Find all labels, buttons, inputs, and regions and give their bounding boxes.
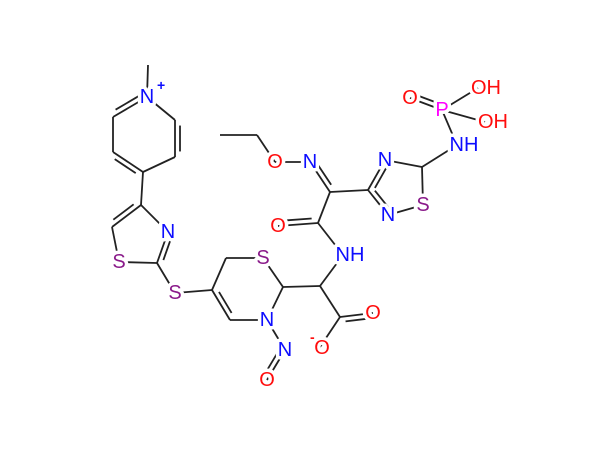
bond bbox=[266, 319, 286, 351]
bond bbox=[317, 191, 331, 224]
bond bbox=[146, 96, 176, 121]
bond bbox=[266, 349, 286, 381]
bond bbox=[256, 134, 276, 163]
atom-amide-nh: NH bbox=[336, 244, 365, 266]
bond bbox=[367, 159, 386, 191]
bond bbox=[309, 161, 331, 193]
atom-nitroso-n: N bbox=[278, 339, 292, 361]
bond bbox=[266, 286, 284, 321]
atom-oxime-o: O bbox=[267, 151, 283, 173]
atom-nitroso-o: O bbox=[259, 369, 275, 391]
bond bbox=[115, 94, 140, 111]
atom-phosphoramide-nh: NH bbox=[450, 134, 479, 156]
bond bbox=[112, 203, 135, 221]
bond bbox=[374, 166, 388, 189]
atom-thiazine-s: S bbox=[256, 247, 269, 269]
bond bbox=[367, 189, 389, 216]
bond bbox=[142, 156, 176, 173]
bond bbox=[316, 163, 332, 186]
bond bbox=[409, 97, 443, 111]
atom-carboxylate-o: O bbox=[314, 337, 330, 359]
bond bbox=[112, 151, 144, 173]
bond bbox=[156, 262, 176, 294]
atom-oxime-n: N bbox=[303, 151, 317, 173]
bond bbox=[329, 189, 369, 193]
bond bbox=[114, 158, 137, 174]
bond bbox=[319, 285, 341, 318]
bond bbox=[156, 231, 169, 264]
bond bbox=[264, 351, 279, 374]
bond bbox=[111, 226, 120, 263]
bond bbox=[218, 291, 233, 314]
charge-plus: + bbox=[157, 77, 165, 93]
bond bbox=[262, 257, 284, 288]
bond bbox=[317, 222, 344, 256]
bond bbox=[421, 166, 424, 206]
bonds bbox=[111, 64, 486, 381]
bond bbox=[345, 317, 369, 323]
bond bbox=[339, 312, 374, 318]
bond bbox=[111, 204, 142, 228]
bond bbox=[211, 289, 231, 321]
atom-thiadiazole-n4: N bbox=[378, 149, 392, 171]
atom-thiazine-n: N bbox=[260, 309, 274, 331]
bond bbox=[387, 204, 424, 216]
bond bbox=[211, 257, 227, 291]
bond bbox=[140, 171, 144, 206]
atom-phosphorus: P bbox=[435, 99, 448, 121]
atom-hydroxyl-2: OH bbox=[478, 111, 508, 133]
atom-carboxyl-o: O bbox=[365, 302, 381, 324]
atom-thiadiazole-n2: N bbox=[381, 204, 395, 226]
atom-phosphoryl-o: O bbox=[402, 87, 418, 109]
bond bbox=[384, 159, 423, 168]
bond bbox=[416, 94, 440, 105]
bond bbox=[374, 190, 390, 209]
bond bbox=[283, 217, 312, 222]
bond bbox=[140, 204, 169, 233]
atom-thiazole-s: S bbox=[112, 251, 125, 273]
atom-thiazole-n: N bbox=[161, 221, 175, 243]
atom-hydroxyl-1: OH bbox=[471, 77, 501, 99]
bond bbox=[319, 316, 341, 348]
bond bbox=[277, 222, 319, 227]
bond bbox=[118, 261, 158, 264]
bond bbox=[146, 64, 149, 98]
bond bbox=[421, 144, 458, 168]
atom-labels: N + O N O NH N N S NH P O OH OH N S S S … bbox=[109, 74, 512, 395]
bond bbox=[441, 109, 486, 123]
bond bbox=[319, 254, 344, 287]
atom-amide-o: O bbox=[270, 215, 286, 237]
bond bbox=[441, 87, 479, 111]
atom-pyridinium-n: N bbox=[140, 86, 154, 108]
atom-thiadiazole-s: S bbox=[416, 194, 429, 216]
atom-thioether-s: S bbox=[168, 282, 181, 304]
bond bbox=[441, 109, 458, 146]
bond bbox=[162, 238, 172, 261]
bond bbox=[282, 285, 321, 288]
charge-minus: - bbox=[310, 329, 315, 345]
bond bbox=[112, 96, 148, 118]
bond bbox=[174, 289, 213, 294]
